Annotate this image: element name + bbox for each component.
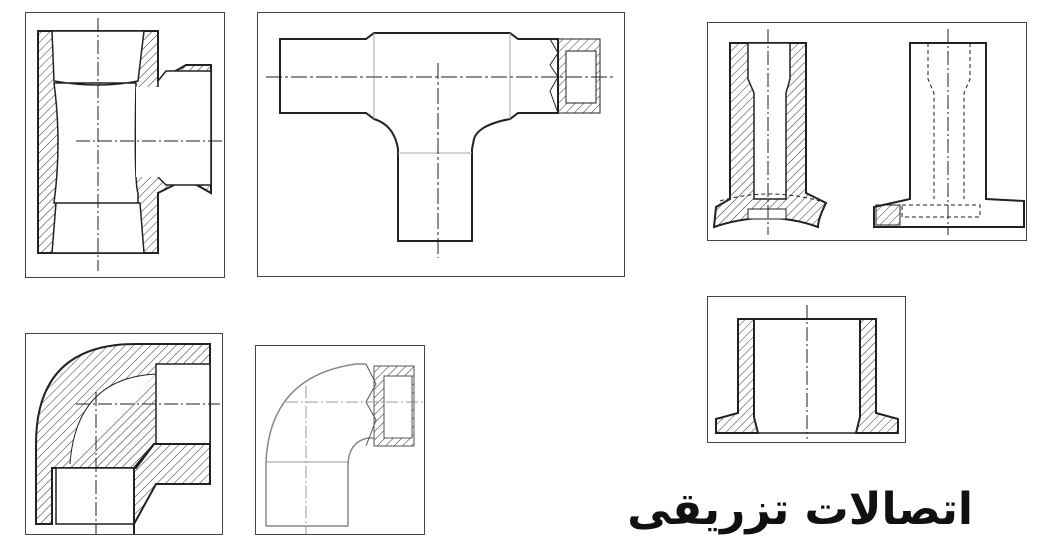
flanged-sleeve-drawing <box>707 296 906 443</box>
elbow-section-drawing <box>25 333 223 535</box>
tee-section-drawing <box>25 12 225 278</box>
tee-outline-drawing <box>257 12 625 277</box>
coupling-drawing <box>707 22 1027 241</box>
page-title: اتصالات تزریقی <box>627 484 973 535</box>
elbow-outline-drawing <box>255 345 425 535</box>
